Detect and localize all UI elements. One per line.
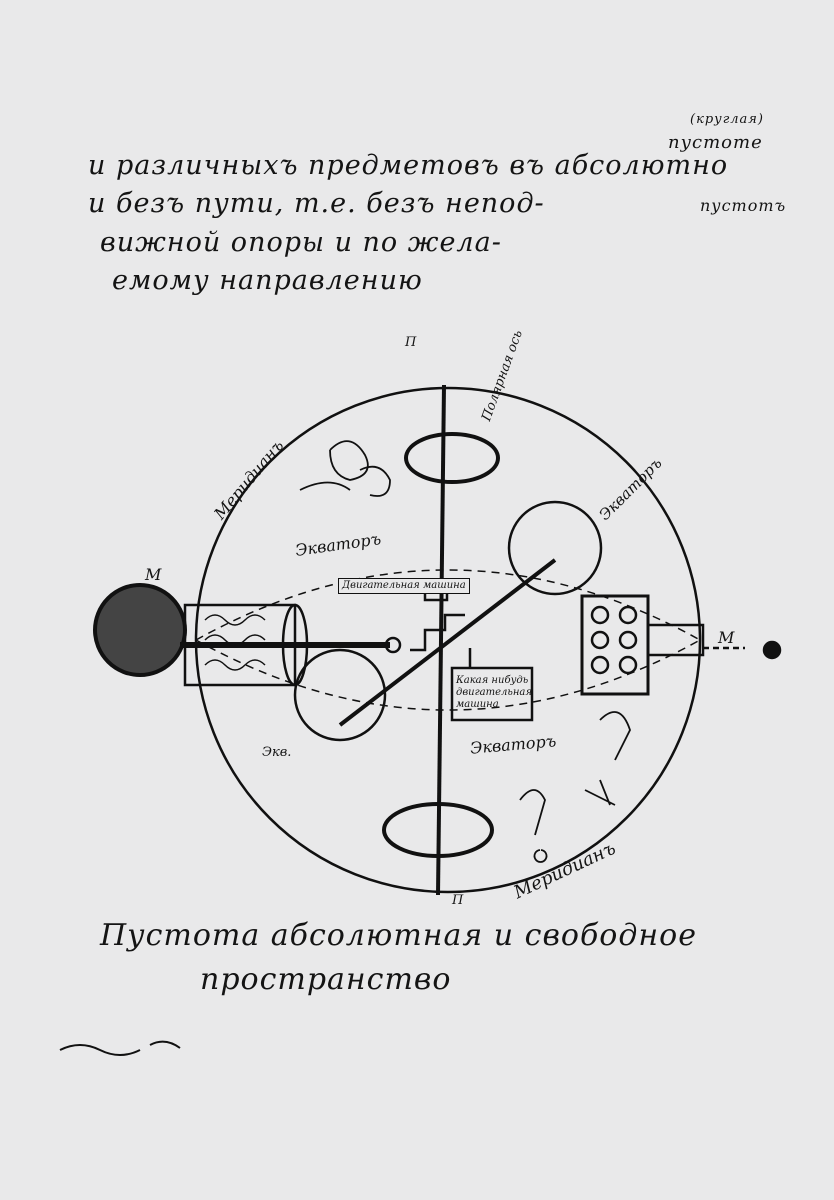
label-pole-top: П bbox=[405, 335, 417, 350]
equator-line-lower bbox=[195, 639, 701, 711]
shaft-crank bbox=[410, 613, 465, 652]
label-m-left: М bbox=[145, 565, 162, 584]
person-figure-2 bbox=[519, 789, 548, 863]
label-m-right: М bbox=[718, 628, 735, 647]
diagonal-shaft bbox=[338, 558, 557, 727]
label-equator-left: Экв. bbox=[262, 745, 292, 760]
any-motor-box bbox=[450, 666, 534, 722]
right-flywheel bbox=[507, 500, 603, 596]
top-flywheel bbox=[404, 432, 500, 484]
caption-line-1: Пустота абсолютная и свободное bbox=[100, 918, 697, 953]
label-any-motor: Какая нибудь двигательная машина bbox=[456, 675, 532, 710]
left-sphere bbox=[93, 583, 187, 677]
far-dot bbox=[762, 640, 782, 660]
person-figure-3 bbox=[584, 711, 631, 806]
scribble-mark bbox=[59, 1040, 181, 1056]
manuscript-line-3: вижной опоры и по жела- bbox=[100, 227, 502, 258]
left-flywheel bbox=[293, 648, 387, 742]
margin-note-word1: пустоте bbox=[668, 132, 763, 153]
polar-axis bbox=[436, 384, 446, 896]
margin-note-word2: пустотъ bbox=[700, 196, 787, 215]
caption-line-2: пространство bbox=[200, 962, 452, 997]
label-pole-bottom: П bbox=[452, 893, 464, 908]
person-figure-1 bbox=[299, 440, 391, 497]
margin-note-paren: (круглая) bbox=[690, 112, 764, 127]
manuscript-line-2: и безъ пути, т.е. безъ непод- bbox=[88, 188, 545, 219]
bottom-flywheel bbox=[382, 802, 494, 858]
manuscript-line-4: емому направлению bbox=[112, 265, 423, 296]
label-motor: Двигательная машина bbox=[338, 578, 470, 594]
manuscript-line-1: и различныхъ предметовъ въ абсолютно bbox=[88, 150, 729, 181]
